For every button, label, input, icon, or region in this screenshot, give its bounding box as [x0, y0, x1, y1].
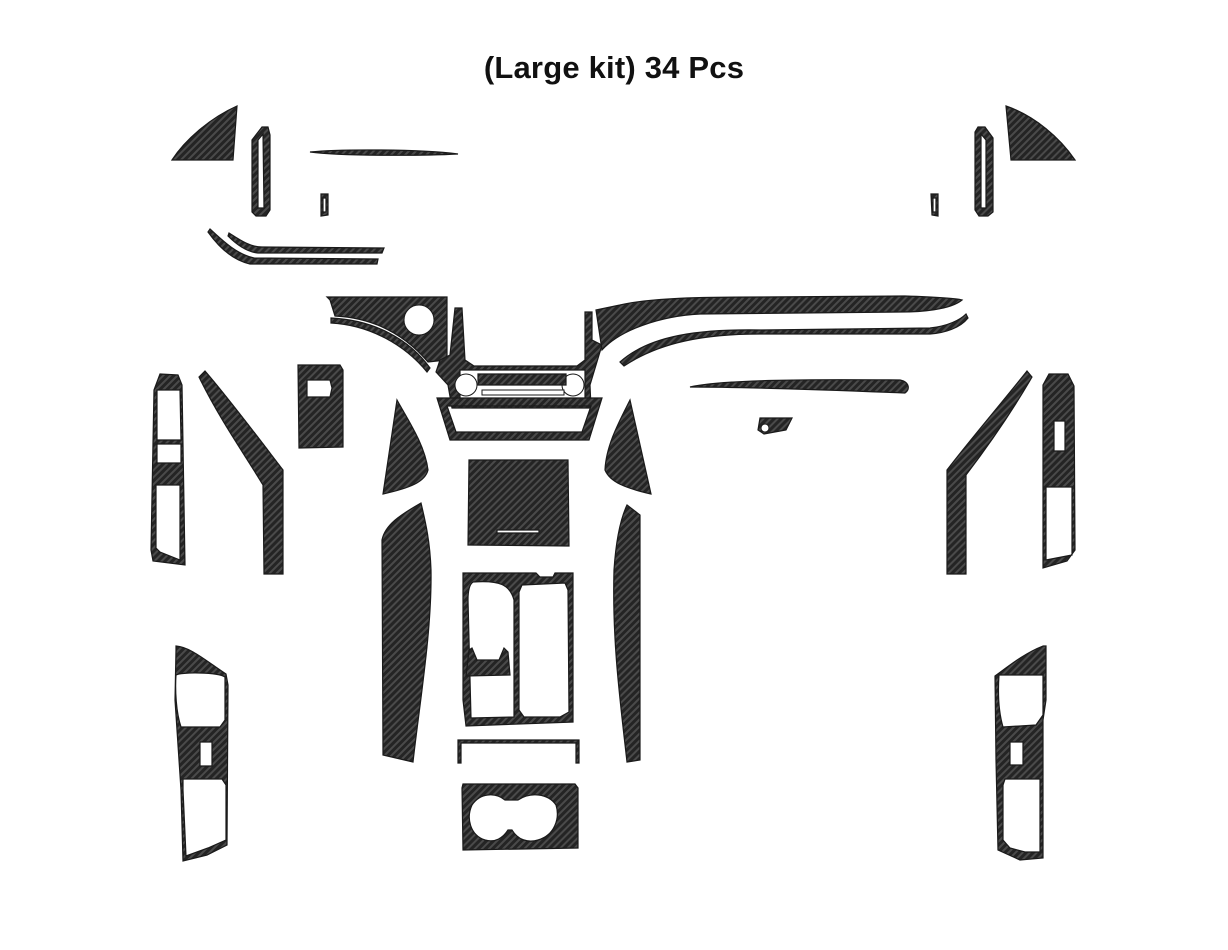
wireless-charger-panel: [467, 459, 570, 547]
left-vent-frame-trim: [251, 126, 271, 217]
front-right-door-strip: [946, 370, 1033, 575]
center-lower-frame: [436, 397, 603, 441]
product-title: (Large kit) 34 Pcs: [483, 50, 745, 85]
gear-shift-panel-insert: [465, 646, 511, 677]
console-bracket-trim: [457, 739, 580, 764]
left-headlight-switch-panel: [297, 364, 344, 449]
left-dash-top-strip: [309, 149, 459, 156]
passenger-dash-strip: [689, 379, 909, 394]
rear-left-window-switch-panel: [174, 645, 229, 862]
console-left-side-panel: [381, 502, 432, 763]
console-knob-left: [454, 373, 478, 397]
left-small-tab-trim: [320, 193, 329, 217]
front-left-door-strip: [198, 370, 284, 575]
console-left-side-triangle: [382, 398, 429, 495]
left-a-pillar-triangle-trim: [170, 105, 238, 161]
left-dash-double-strip-lower: [207, 228, 379, 265]
console-display-slot: [481, 389, 565, 396]
center-dash-left-panel-hole: [403, 304, 435, 336]
console-right-side-panel: [613, 504, 641, 763]
cup-holder-trim: [461, 783, 579, 851]
right-a-pillar-triangle-trim: [1005, 105, 1077, 161]
right-vent-frame-trim: [974, 126, 994, 217]
gear-shift-panel: [462, 572, 574, 727]
center-dash-left-arc-strip: [330, 317, 431, 373]
rear-right-window-switch-panel: [994, 645, 1047, 861]
front-left-window-switch-panel: [150, 373, 186, 566]
console-right-side-triangle: [604, 398, 652, 495]
center-dash-right-panel: [595, 295, 964, 352]
front-right-window-switch-panel: [1042, 373, 1076, 569]
glovebox-button-hole: [760, 423, 770, 433]
right-small-tab-trim: [930, 193, 939, 217]
console-display-strip: [477, 373, 567, 386]
center-dash-right-arc-strip: [619, 312, 969, 367]
left-dash-double-strip-upper: [227, 232, 385, 254]
